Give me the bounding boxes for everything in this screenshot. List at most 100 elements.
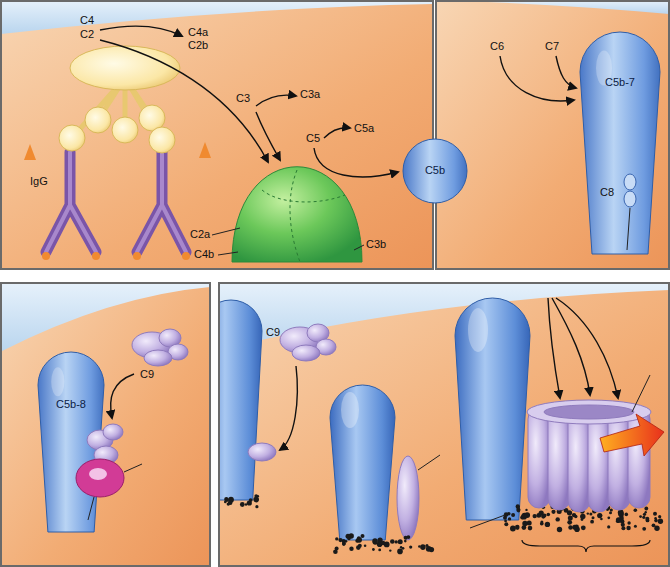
membrane-lesion (397, 549, 403, 555)
membrane-lesion (541, 522, 544, 525)
leader-line (212, 228, 240, 235)
reaction-arrow (556, 56, 576, 88)
panel-c5b-7 (436, 1, 669, 14)
c9-molecule (132, 329, 188, 366)
membrane-lesion (346, 534, 351, 539)
panel-c5b-8 (1, 283, 210, 566)
membrane-lesion (607, 516, 610, 519)
panel-c5b-7 (436, 1, 669, 269)
c5b-8-complex (219, 298, 530, 540)
membrane-lesion (426, 546, 432, 552)
c9-molecule (144, 350, 172, 366)
polymerization-arrow (556, 298, 618, 398)
c5b-8-complex (330, 385, 395, 540)
membrane-lesion (372, 548, 375, 551)
ion-flow-arrow (600, 414, 664, 456)
membrane-lesion (378, 549, 381, 552)
membrane-lesion (503, 516, 507, 520)
membrane-lesion (390, 539, 395, 544)
membrane-lesion (607, 525, 610, 528)
poly-c9-pore (548, 410, 570, 510)
component-name: C5 (306, 132, 320, 145)
leader-line (632, 375, 650, 412)
reaction-arrow (100, 26, 182, 36)
c5b-fragment-shape (403, 139, 467, 203)
reaction-arrow (256, 112, 280, 160)
poly-c9-pore (528, 408, 550, 508)
bracket (522, 540, 650, 552)
polymerization-arrow (548, 298, 618, 398)
membrane-lesion (621, 526, 625, 530)
membrane-lesion (333, 549, 338, 554)
leader-line (354, 245, 364, 250)
membrane-lesion (556, 517, 560, 521)
leader-line (218, 252, 238, 255)
c5b-8-complex (455, 298, 530, 520)
igg-antibody (46, 152, 186, 252)
membrane-lesion (504, 522, 508, 526)
leader-line (418, 375, 650, 528)
membrane-lesion (382, 541, 385, 544)
membrane-lesion (254, 494, 258, 498)
component-name: C3 (236, 92, 250, 105)
complex-label: C5b-8 (38, 398, 104, 411)
panel-border (1, 283, 210, 566)
membrane-lesion (652, 523, 656, 527)
membrane-lesion (418, 545, 420, 547)
poly-c9-pore (568, 412, 590, 512)
membrane-lesion (361, 534, 365, 538)
leader-line (418, 455, 440, 470)
membrane-lesion (389, 549, 391, 551)
c1-complex (112, 117, 138, 143)
membrane-lesion (517, 510, 520, 513)
component-name: C2 (80, 28, 94, 41)
membrane-lesion (356, 537, 362, 543)
reaction-arrow (324, 128, 350, 138)
membrane-lesion (597, 513, 602, 518)
membrane-lesion (227, 502, 230, 505)
poly-c9-pore (527, 400, 651, 512)
membrane-lesion (644, 507, 648, 511)
membrane-lesion (634, 525, 637, 528)
membrane-lesion (609, 511, 612, 514)
c5b-7-complex-shape (627, 208, 630, 250)
membrane-lesion (373, 540, 378, 545)
membrane-lesion (580, 514, 585, 519)
poly-c9-pore (544, 405, 634, 419)
membrane-lesion (592, 516, 595, 519)
reaction-arrow (100, 40, 268, 162)
c5b-8-complex (219, 300, 262, 500)
antigen (24, 144, 36, 160)
reaction-arrow (280, 366, 297, 450)
membrane-lesion (395, 540, 398, 543)
panel-mac-pore (219, 283, 669, 566)
antigen-site (42, 252, 190, 260)
complex-label: C5b (402, 164, 468, 177)
antigen (24, 142, 211, 160)
membrane-lesion (524, 512, 530, 518)
c9-molecule (397, 456, 419, 540)
c5b-7-complex: C5b-7 (580, 32, 660, 254)
cleavage-fragment: C5a (354, 122, 374, 135)
membrane-lesion (510, 526, 516, 532)
reaction-arrow (256, 95, 296, 106)
poly-c9-pore (588, 412, 610, 512)
membrane-lesion (542, 514, 546, 518)
antigen-site (133, 252, 141, 260)
membrane-lesion (659, 520, 662, 523)
membrane-lesion (545, 522, 550, 527)
antigen-site (92, 252, 100, 260)
c9-molecule (248, 324, 419, 540)
membrane-lesion (409, 546, 412, 549)
membrane-lesion (533, 514, 537, 518)
membrane-lesion (621, 523, 625, 527)
membrane-lesion (516, 508, 520, 512)
panel-classical-activation (1, 1, 433, 269)
membrane-lesion (508, 517, 511, 520)
membrane-lesion (557, 527, 562, 532)
membrane-lesion (620, 517, 624, 521)
membrane-lesion (643, 513, 646, 516)
membrane-lesion (625, 513, 629, 517)
membrane-lesion (228, 497, 234, 503)
